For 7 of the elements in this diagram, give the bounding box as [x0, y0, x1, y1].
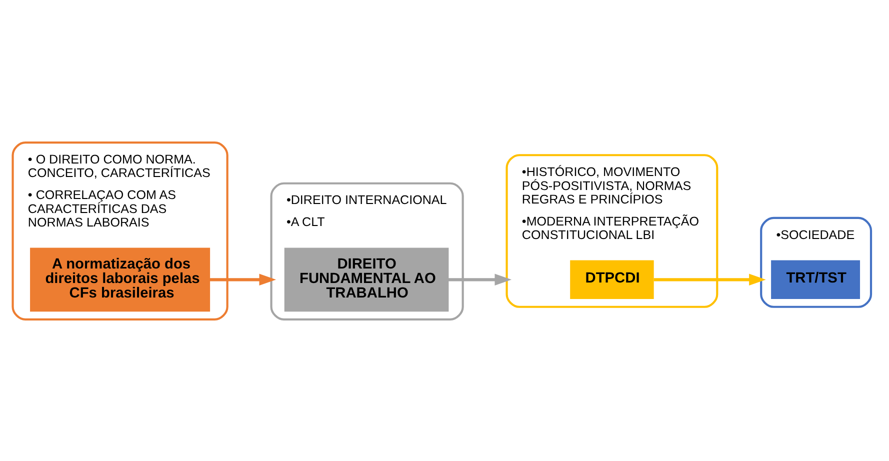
arrow — [448, 273, 512, 286]
node-box: DTPCDI — [570, 260, 654, 299]
arrow — [210, 273, 276, 286]
node-box: DIREITO FUNDAMENTAL AO TRABALHO — [284, 247, 449, 312]
arrow — [654, 273, 766, 286]
node-box: A normatização dos direitos laborais pelas CFs brasileiras — [30, 247, 210, 312]
node-box: TRT/TST — [771, 260, 860, 299]
